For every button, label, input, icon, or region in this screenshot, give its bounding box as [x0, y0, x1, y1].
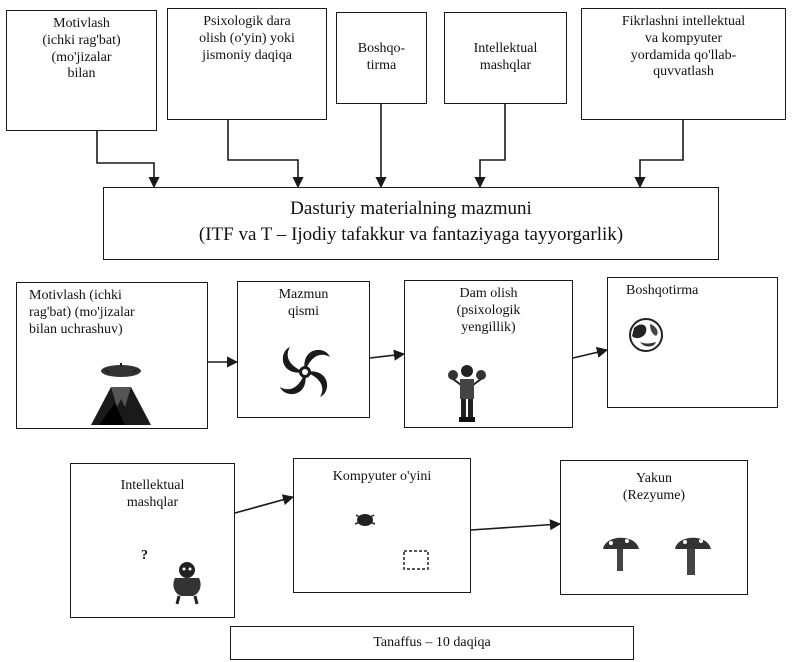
arrow-motivlash-to-main: [96, 131, 160, 189]
main-box-line1: Dasturiy materialning mazmuni: [290, 198, 532, 219]
puzzle-ball-icon: [629, 318, 663, 352]
step-label: Dam olish (psixologik yengillik): [456, 286, 521, 335]
main-box-line2: (ITF va T – Ijodiy tafakkur va fantaziya…: [198, 223, 624, 245]
row2-box-dam-olish: Dam olish (psixologik yengillik): [404, 280, 573, 428]
break-label: Tanaffus – 10 daqiqa: [373, 634, 491, 650]
arrow-psixologik-to-main: [227, 120, 304, 189]
step-label: Mazmun qismi: [278, 287, 329, 319]
top-box-label: Motivlash (ichki rag'bat) (mo'jizalar bi…: [42, 16, 121, 82]
top-box-label: Fikrlashni intellektual va kompyuter yor…: [621, 14, 746, 80]
row2-box-motivlash: Motivlash (ichki rag'bat) (mo'jizalar bi…: [16, 282, 208, 429]
step-label: Motivlash (ichki rag'bat) (mo'jizalar bi…: [29, 288, 135, 337]
top-box-label: Intellektual mashqlar: [473, 41, 538, 73]
top-box-fikrlash: Fikrlashni intellektual va kompyuter yor…: [581, 8, 786, 120]
mushrooms-icon: [603, 537, 711, 575]
arrow-fikrlash-to-main: [634, 120, 684, 189]
top-box-label: Psixologik dara olish (o'yin) yoki jismo…: [199, 14, 295, 63]
row3-box-kompyuter: Kompyuter o'yini: [293, 458, 471, 593]
top-box-label: Boshqo- tirma: [357, 41, 406, 73]
thinking-figure-icon: [173, 562, 201, 605]
top-box-psixologik: Psixologik dara olish (o'yin) yoki jismo…: [167, 8, 327, 120]
step-label: Kompyuter o'yini: [332, 469, 432, 484]
arrow-row3-2-3: [470, 519, 562, 531]
question-mark: ?: [141, 548, 148, 563]
row2-box-mazmun: Mazmun qismi: [237, 281, 370, 418]
arrow-row2-2-3: [369, 349, 406, 361]
arrow-row2-3-4: [572, 346, 609, 359]
boxer-icon: [448, 365, 486, 422]
step-label: Intellektual mashqlar: [120, 478, 185, 510]
row3-box-yakun: Yakun (Rezyume): [560, 460, 748, 595]
arrow-intellektual-to-main: [474, 104, 506, 189]
top-box-intellektual: Intellektual mashqlar: [444, 12, 567, 104]
step-label: Yakun (Rezyume): [622, 471, 686, 503]
swirl-icon: [280, 347, 330, 397]
row3-box-intellektual: Intellektual mashqlar ?: [70, 463, 235, 618]
top-box-motivlash: Motivlash (ichki rag'bat) (mo'jizalar bi…: [6, 10, 157, 131]
step-label: Boshqotirma: [626, 283, 699, 298]
break-box: Tanaffus – 10 daqiqa: [230, 626, 634, 660]
volcano-icon: [91, 363, 151, 425]
top-box-boshqotirma: Boshqo- tirma: [336, 12, 427, 104]
row2-box-boshqotirma: Boshqotirma: [607, 277, 778, 408]
computer-screen-icon: [403, 550, 429, 570]
bug-icon: [354, 514, 376, 526]
main-content-box: Dasturiy materialning mazmuni (ITF va T …: [103, 187, 719, 260]
arrow-row3-1-2: [234, 494, 295, 514]
